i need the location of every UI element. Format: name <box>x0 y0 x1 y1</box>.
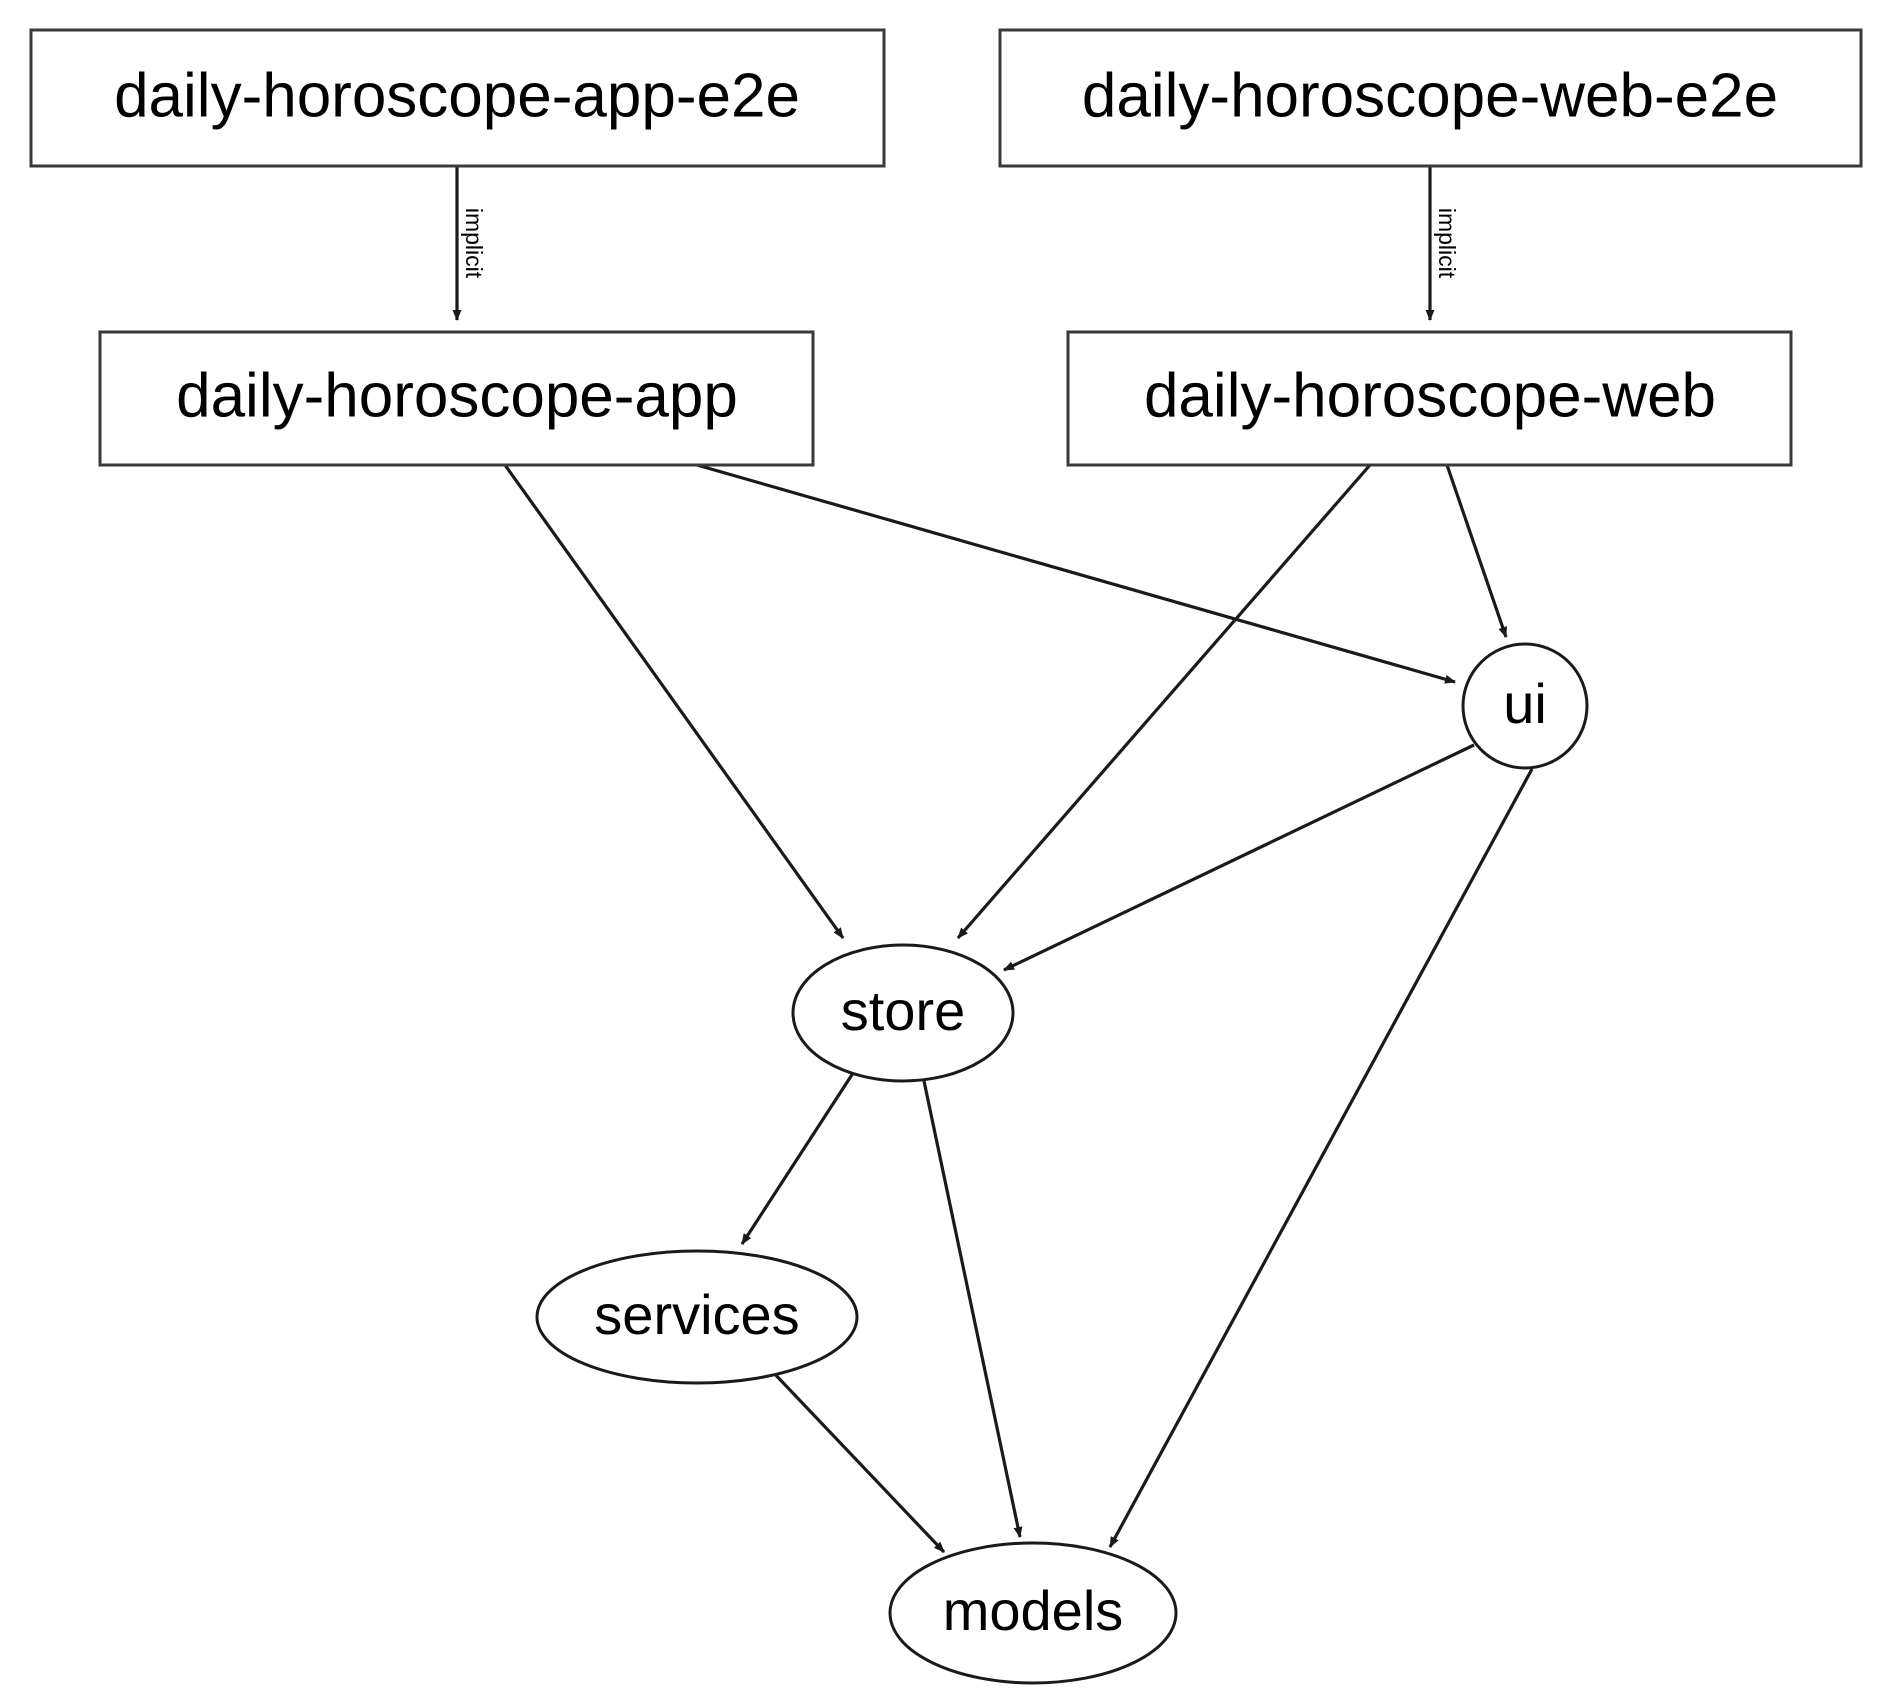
node-label-ui: ui <box>1503 672 1547 735</box>
node-label-services: services <box>594 1283 799 1346</box>
edge-web-e2e-to-web[interactable]: implicit <box>1425 166 1460 321</box>
edge-label-implicit-web: implicit <box>1434 208 1460 279</box>
edge-ui-to-models[interactable] <box>1108 768 1534 1548</box>
node-services[interactable]: services <box>535 1249 859 1385</box>
node-label-store: store <box>841 979 966 1042</box>
edge-services-to-models[interactable] <box>768 1367 946 1554</box>
edge-app-to-store[interactable] <box>503 464 845 939</box>
node-label-daily-horoscope-app-e2e: daily-horoscope-app-e2e <box>114 61 800 130</box>
edge-store-to-models[interactable] <box>922 1080 1023 1538</box>
edge-label-implicit-app: implicit <box>461 208 487 279</box>
node-label-daily-horoscope-app: daily-horoscope-app <box>176 361 738 430</box>
node-ui[interactable]: ui <box>1461 642 1589 770</box>
node-daily-horoscope-app[interactable]: daily-horoscope-app <box>98 330 815 467</box>
edge-store-to-services[interactable] <box>740 1069 857 1245</box>
node-label-daily-horoscope-web: daily-horoscope-web <box>1144 361 1716 430</box>
edge-web-to-ui[interactable] <box>1445 464 1508 638</box>
node-models[interactable]: models <box>888 1541 1178 1685</box>
edge-web-to-store[interactable] <box>956 463 1372 940</box>
node-label-models: models <box>943 1579 1124 1642</box>
edge-ui-to-store[interactable] <box>1003 743 1475 972</box>
node-daily-horoscope-web[interactable]: daily-horoscope-web <box>1066 330 1793 467</box>
edge-app-to-ui[interactable] <box>696 463 1456 684</box>
nodes-layer: daily-horoscope-app-e2e daily-horoscope-… <box>29 28 1863 1685</box>
node-label-daily-horoscope-web-e2e: daily-horoscope-web-e2e <box>1082 61 1778 130</box>
edge-app-e2e-to-app[interactable]: implicit <box>452 166 487 321</box>
node-store[interactable]: store <box>791 943 1015 1083</box>
node-daily-horoscope-app-e2e[interactable]: daily-horoscope-app-e2e <box>29 28 886 168</box>
edges-layer: implicit implicit <box>452 166 1534 1554</box>
node-daily-horoscope-web-e2e[interactable]: daily-horoscope-web-e2e <box>998 28 1863 168</box>
